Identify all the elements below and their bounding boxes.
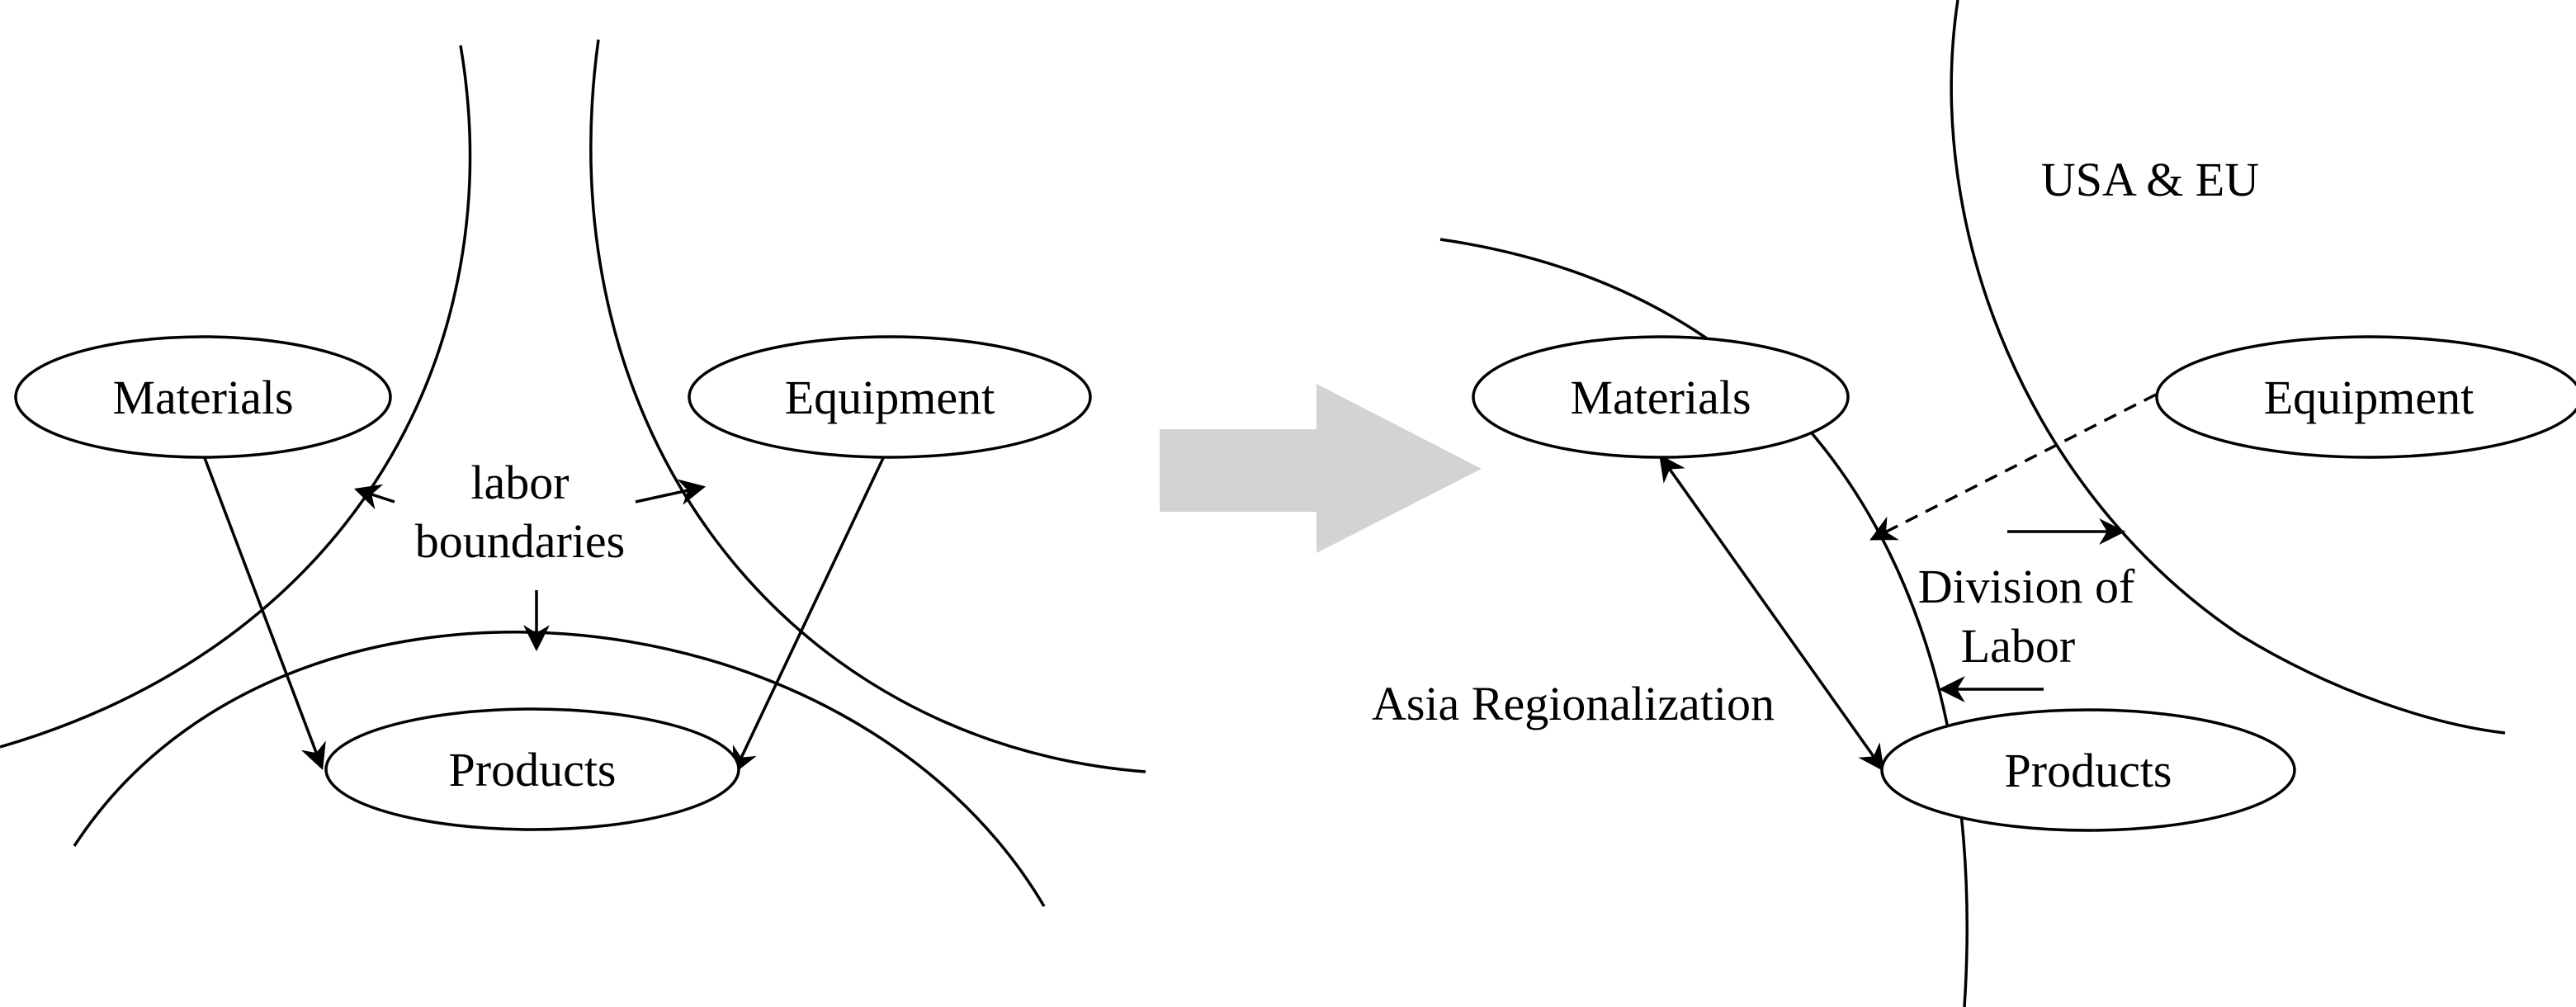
right-node-products: Products xyxy=(1880,708,2296,832)
left-node-products-label: Products xyxy=(449,743,617,797)
left-node-materials-label: Materials xyxy=(112,371,293,424)
left-boundary-materials xyxy=(0,45,472,749)
right-node-materials-label: Materials xyxy=(1570,371,1751,424)
left-panel: Materials Equipment Products labor bound… xyxy=(0,39,1146,907)
right-node-products-label: Products xyxy=(2005,744,2172,797)
left-annotation-labor: labor xyxy=(470,456,569,509)
left-node-materials: Materials xyxy=(14,335,392,459)
left-pointer-arrow-equipment-boundary xyxy=(635,479,707,505)
left-boundary-equipment xyxy=(589,39,1146,773)
left-node-products: Products xyxy=(324,707,740,831)
right-region-label-asia: Asia Regionalization xyxy=(1372,677,1775,730)
right-panel: Materials Equipment Products USA & EU As… xyxy=(1372,0,2576,1007)
left-arrow-equipment-to-products xyxy=(732,457,885,774)
left-boundary-products xyxy=(73,631,1046,907)
right-region-boundary-usa-eu xyxy=(1950,0,2506,735)
right-node-equipment-label: Equipment xyxy=(2264,371,2474,424)
left-node-equipment: Equipment xyxy=(688,335,1092,459)
transition-arrow xyxy=(1160,384,1482,553)
left-annotation-boundaries: boundaries xyxy=(415,514,626,568)
right-node-materials: Materials xyxy=(1472,335,1850,459)
right-dashed-arrow-equipment-to-boundary xyxy=(1869,393,2157,541)
right-node-equipment: Equipment xyxy=(2155,335,2576,459)
right-annotation-division-of: Division of xyxy=(1918,560,2135,613)
left-pointer-arrow-materials-boundary xyxy=(353,484,395,510)
right-annotation-labor: Labor xyxy=(1961,619,2076,673)
left-node-equipment-label: Equipment xyxy=(785,371,995,424)
left-arrow-materials-to-products xyxy=(203,457,326,770)
right-region-label-usa-eu: USA & EU xyxy=(2041,153,2259,206)
right-arrow-materials-products xyxy=(1659,454,1884,772)
